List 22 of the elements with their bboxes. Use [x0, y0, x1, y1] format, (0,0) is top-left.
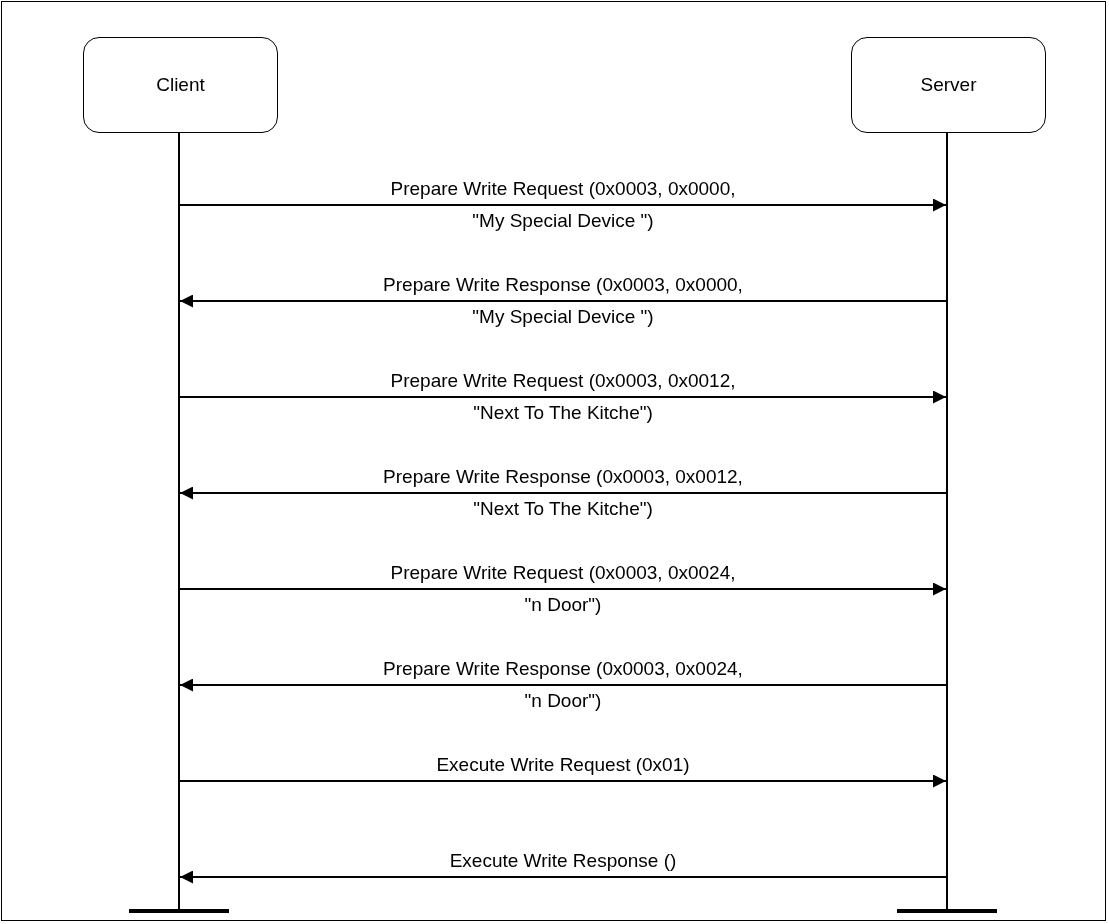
message-label: Prepare Write Response (0x0003, 0x0024, "n Door")	[383, 657, 743, 713]
message-label: Prepare Write Response (0x0003, 0x0012, "Next To The Kitche")	[383, 465, 743, 521]
message-arrow	[179, 678, 947, 692]
message-label: Execute Write Response ()	[449, 849, 677, 873]
message-label: Prepare Write Request (0x0003, 0x0000, "My Special Device ")	[390, 177, 736, 233]
lifeline	[946, 132, 948, 911]
message-label: Prepare Write Request (0x0003, 0x0024, "n Door")	[390, 561, 736, 617]
message-label: Prepare Write Response (0x0003, 0x0000, "My Special Device ")	[383, 273, 743, 329]
message-arrow	[179, 486, 947, 500]
message-arrow	[179, 294, 947, 308]
message-arrow	[179, 774, 947, 788]
message-label: Execute Write Request (0x01)	[436, 753, 690, 777]
actor-label: Server	[920, 74, 977, 96]
actor-box	[83, 37, 278, 133]
actor-box	[851, 37, 1046, 133]
message-arrow	[179, 582, 947, 596]
message-arrow	[179, 390, 947, 404]
message-arrow	[179, 198, 947, 212]
message-arrow	[179, 870, 947, 884]
lifeline	[178, 132, 180, 911]
message-label: Prepare Write Request (0x0003, 0x0012, "Next To The Kitche")	[390, 369, 736, 425]
actor-label: Client	[156, 74, 205, 96]
